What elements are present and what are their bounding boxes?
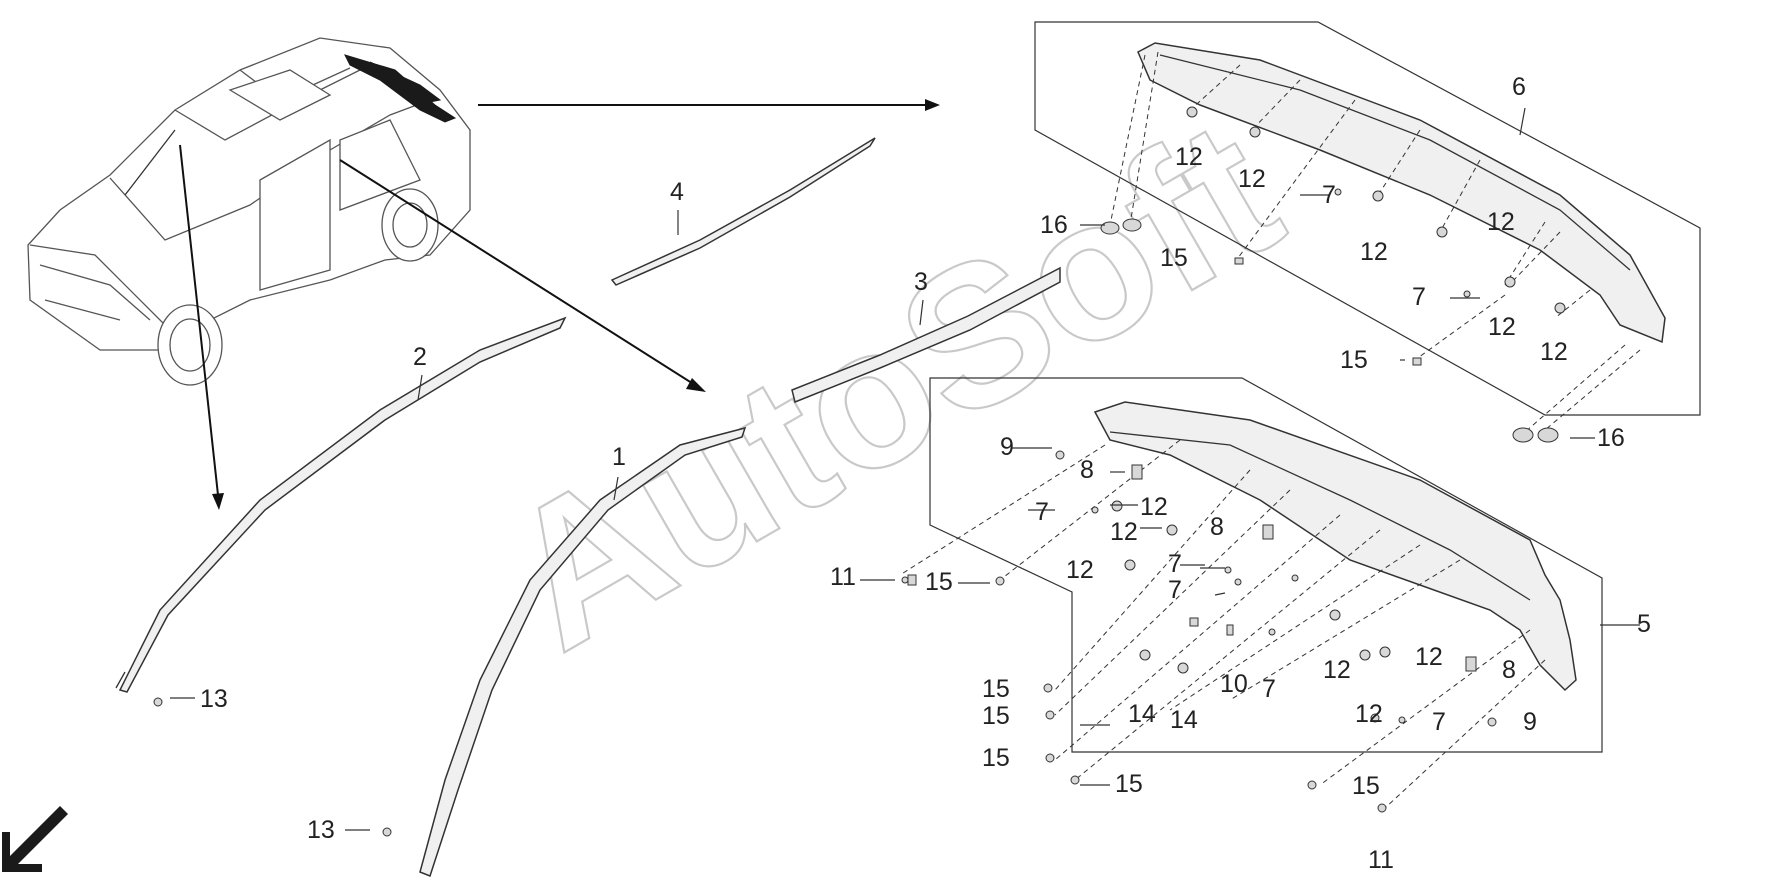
label-15-h: 15 <box>1352 772 1380 800</box>
fasteners <box>153 106 1566 837</box>
label-12-g: 12 <box>1140 493 1168 521</box>
leader-lines <box>170 107 1640 831</box>
label-1: 1 <box>612 443 626 471</box>
label-3: 3 <box>914 268 928 296</box>
label-12-a: 12 <box>1175 143 1203 171</box>
label-13-a: 13 <box>200 685 228 713</box>
label-12-i: 12 <box>1066 556 1094 584</box>
label-8-b: 8 <box>1210 513 1224 541</box>
label-12-c: 12 <box>1360 238 1388 266</box>
vehicle-overview <box>27 37 471 386</box>
label-15-e: 15 <box>982 702 1010 730</box>
label-6: 6 <box>1512 73 1526 101</box>
label-12-k: 12 <box>1415 643 1443 671</box>
label-15-b: 15 <box>1340 346 1368 374</box>
label-8-a: 8 <box>1080 456 1094 484</box>
label-7-f: 7 <box>1262 675 1276 703</box>
part-2-roof-rail <box>115 316 567 693</box>
label-15-a: 15 <box>1160 244 1188 272</box>
label-14-b: 14 <box>1170 706 1198 734</box>
label-13-b: 13 <box>307 816 335 844</box>
label-12-f: 12 <box>1540 338 1568 366</box>
label-9-b: 9 <box>1523 708 1537 736</box>
label-7-c: 7 <box>1035 498 1049 526</box>
label-11-b: 11 <box>1368 846 1394 874</box>
label-15-d: 15 <box>982 675 1010 703</box>
label-12-l: 12 <box>1355 700 1383 728</box>
front-direction-arrow-icon <box>2 806 72 872</box>
part-5-assembly-box <box>899 377 1603 809</box>
pointer-arrows <box>179 99 940 510</box>
label-14-a: 14 <box>1128 700 1156 728</box>
label-15-f: 15 <box>982 744 1010 772</box>
part-4-molding <box>610 137 876 286</box>
label-2: 2 <box>413 343 427 371</box>
label-15-c: 15 <box>925 568 953 596</box>
label-7-g: 7 <box>1432 708 1446 736</box>
label-7-b: 7 <box>1412 283 1426 311</box>
part-labels: 1 2 3 4 5 6 7 7 7 7 7 7 7 8 8 8 9 9 10 1… <box>200 73 1651 874</box>
label-16-b: 16 <box>1597 424 1625 452</box>
label-15-g: 15 <box>1115 770 1143 798</box>
label-12-h: 12 <box>1110 518 1138 546</box>
label-16-a: 16 <box>1040 211 1068 239</box>
label-7-a: 7 <box>1322 181 1336 209</box>
label-12-b: 12 <box>1238 165 1266 193</box>
label-7-e: 7 <box>1168 576 1182 604</box>
label-10: 10 <box>1220 670 1248 698</box>
label-7-d: 7 <box>1168 550 1182 578</box>
label-5: 5 <box>1637 610 1651 638</box>
part-6-assembly-box <box>1034 21 1701 433</box>
part-1-roof-rail <box>419 426 747 877</box>
label-12-d: 12 <box>1487 208 1515 236</box>
label-11-a: 11 <box>830 563 856 591</box>
label-9-a: 9 <box>1000 433 1014 461</box>
label-12-e: 12 <box>1488 313 1516 341</box>
label-4: 4 <box>670 178 684 206</box>
label-8-c: 8 <box>1502 656 1516 684</box>
part-3-molding <box>791 266 1061 404</box>
label-12-j: 12 <box>1323 656 1351 684</box>
